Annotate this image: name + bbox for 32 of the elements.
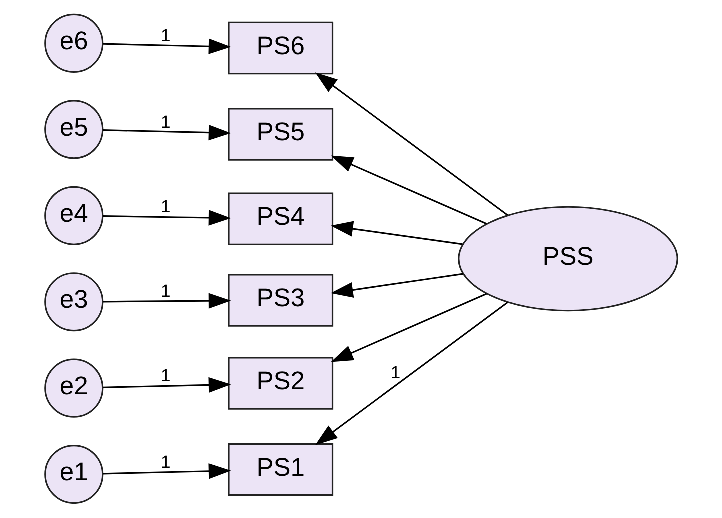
arrow: [102, 210, 231, 226]
node-circle: e6: [44, 14, 104, 73]
arrow: [102, 293, 231, 309]
arrow: [102, 464, 231, 480]
arrow: [330, 156, 487, 225]
node-box: PS2: [228, 357, 334, 410]
node-ellipse: PSS: [458, 206, 678, 312]
node-circle: e2: [44, 358, 104, 418]
arrow: [314, 72, 508, 216]
node-circle: e3: [44, 272, 104, 332]
edge-label: 1: [160, 281, 170, 301]
edge-label: 1: [160, 452, 170, 472]
edge-label: 1: [160, 196, 170, 216]
edge-label: 1: [160, 112, 170, 132]
node-circle: e5: [44, 100, 104, 160]
node-circle: e1: [44, 445, 104, 504]
node-circle: e4: [44, 186, 104, 246]
node-box: PS6: [228, 22, 334, 75]
node-box: PS1: [228, 443, 334, 496]
node-box: PS3: [228, 274, 334, 327]
node-box: PS5: [228, 108, 334, 161]
edge-label: 1: [160, 366, 170, 386]
node-box: PS4: [228, 192, 334, 246]
arrow: [102, 377, 231, 393]
edge-label: 1: [390, 362, 400, 382]
arrow: [314, 302, 508, 446]
arrow: [330, 293, 487, 362]
arrow: [330, 221, 462, 246]
arrow: [102, 125, 231, 141]
edge-label: 1: [160, 26, 170, 46]
arrow: [102, 38, 231, 54]
arrow: [330, 273, 463, 298]
